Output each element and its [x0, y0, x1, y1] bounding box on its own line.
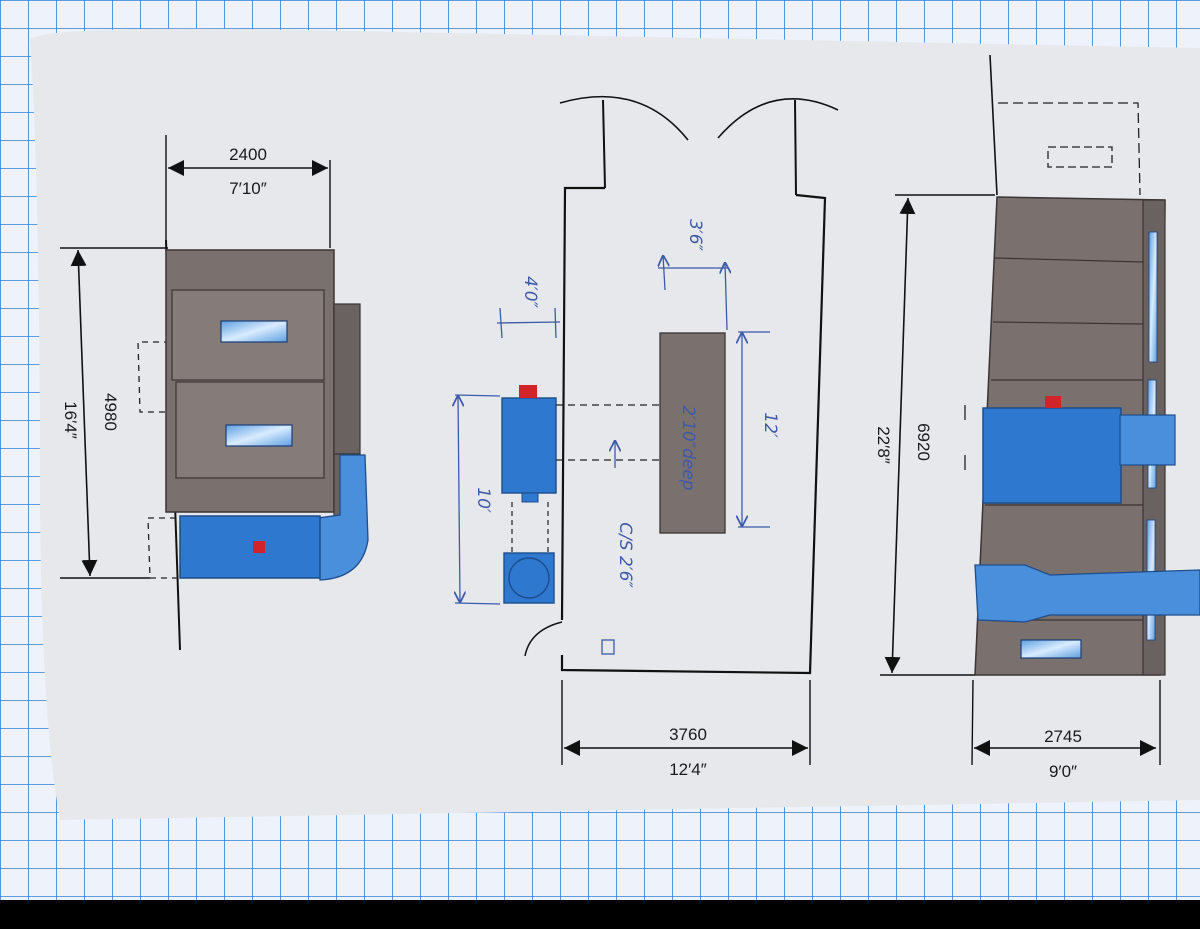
unit-a-window-1	[220, 320, 288, 343]
unit-a: 2400 7′10″ 4980 16′4″	[60, 135, 369, 651]
note-dist-side: 4′0″	[520, 276, 540, 308]
note-length-unit: 10′	[473, 487, 493, 513]
plan-width-mm: 3760	[669, 725, 707, 744]
plan-red-marker	[519, 385, 537, 398]
unit-b-dashed-box	[1047, 146, 1113, 168]
unit-b: 6920 22′8″ 2745 9′0″	[874, 54, 1200, 781]
unit-b-length-mm: 6920	[914, 423, 933, 461]
unit-b-width-mm: 2745	[1044, 727, 1082, 746]
table-note: 2′10″deep	[678, 405, 698, 490]
unit-a-side-box	[333, 303, 361, 455]
plan-blue-unit	[501, 397, 557, 494]
floor-plan: 2′10″deep 3′6″ 4′0″ 12′ 10′ C/S 2′6″	[455, 95, 839, 779]
unit-a-red-marker	[253, 541, 265, 553]
note-dist-top: 3′6″	[685, 219, 705, 251]
room-outline	[560, 186, 827, 675]
door-arc-right	[717, 98, 839, 139]
unit-b-window	[1020, 639, 1082, 659]
plan-width-ft: 12′4″	[669, 760, 707, 779]
unit-b-duct	[974, 564, 1200, 623]
note-length-table: 12′	[760, 412, 780, 438]
unit-b-length-ft: 22′8″	[874, 426, 893, 464]
unit-a-length-ft: 16′4″	[61, 401, 80, 439]
bottom-bar	[0, 900, 1200, 929]
door-arc-bottom	[524, 621, 563, 657]
unit-a-blower	[179, 515, 321, 579]
unit-b-red-marker	[1045, 396, 1061, 408]
unit-a-length-mm: 4980	[101, 393, 120, 431]
work-table	[659, 332, 726, 534]
unit-a-width-ft: 7′10″	[229, 179, 267, 198]
unit-a-window-2	[225, 424, 293, 447]
unit-b-blower	[982, 407, 1122, 504]
note-clearance: C/S 2′6″	[615, 522, 635, 588]
unit-b-length-dimension	[884, 197, 916, 674]
door-arc-left	[559, 95, 689, 141]
unit-a-length-dimension	[70, 249, 98, 577]
unit-a-width-mm: 2400	[229, 145, 267, 164]
unit-b-width-ft: 9′0″	[1049, 762, 1077, 781]
